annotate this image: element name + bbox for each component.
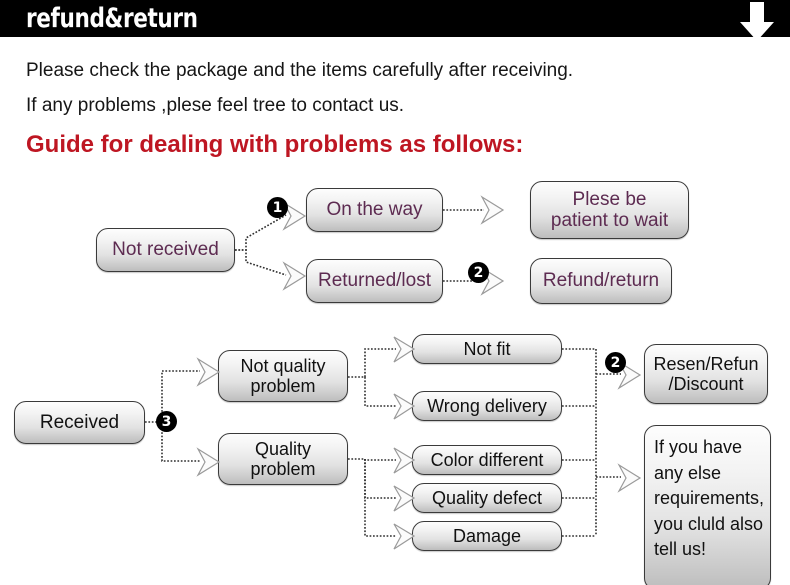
box-issue-color-different[interactable]: Color different — [412, 445, 562, 475]
intro-line-1: Please check the package and the items c… — [26, 60, 574, 81]
step-badge-3: 3 — [156, 411, 177, 432]
box-contact-note[interactable]: If you have any else requirements, you c… — [644, 425, 771, 585]
down-arrow-icon — [740, 2, 774, 41]
box-resend-refund-discount-line-1: Resen/Refun — [653, 353, 759, 374]
step-badge-1: 1 — [267, 197, 288, 218]
guide-heading: Guide for dealing with problems as follo… — [26, 131, 524, 158]
box-contact-note-line-1: If you have — [654, 437, 743, 457]
box-not-received[interactable]: Not received — [96, 228, 235, 272]
box-refund-return[interactable]: Refund/return — [530, 258, 672, 304]
box-quality-problem-line-2: problem — [250, 459, 316, 479]
box-issue-wrong-delivery[interactable]: Wrong delivery — [412, 391, 562, 421]
box-patient-wait-line-2: patient to wait — [550, 210, 669, 231]
box-issue-wrong-delivery-label: Wrong delivery — [427, 395, 547, 416]
step-badge-2-bottom: 2 — [605, 352, 626, 373]
step-badge-2-top: 2 — [468, 262, 489, 283]
box-contact-note-line-2: any else — [654, 462, 722, 483]
box-returned-lost-label: Returned/lost — [317, 270, 431, 292]
box-issue-damage[interactable]: Damage — [412, 521, 562, 551]
box-not-quality-problem-line-2: problem — [250, 376, 316, 396]
box-on-the-way[interactable]: On the way — [306, 188, 443, 232]
box-resend-refund-discount[interactable]: Resen/Refun /Discount — [644, 344, 768, 404]
intro-line-2: If any problems ,plese feel tree to cont… — [26, 95, 405, 116]
box-quality-problem[interactable]: Quality problem — [218, 433, 348, 485]
box-on-the-way-label: On the way — [326, 199, 423, 221]
box-received[interactable]: Received — [14, 401, 145, 444]
box-issue-not-fit[interactable]: Not fit — [412, 334, 562, 364]
box-issue-not-fit-label: Not fit — [463, 338, 511, 359]
box-not-quality-problem-line-1: Not quality — [240, 355, 326, 376]
box-not-quality-problem[interactable]: Not quality problem — [218, 350, 348, 402]
box-contact-note-line-4: you cluld also — [654, 513, 764, 534]
box-contact-note-line-3: requirements, — [654, 488, 765, 509]
box-patient-wait[interactable]: Plese be patient to wait — [530, 181, 689, 239]
box-quality-problem-line-1: Quality — [254, 438, 312, 459]
box-resend-refund-discount-line-2: /Discount — [668, 374, 744, 394]
box-not-received-label: Not received — [112, 239, 219, 261]
box-refund-return-label: Refund/return — [542, 270, 660, 292]
box-patient-wait-line-1: Plese be — [572, 188, 647, 210]
box-issue-quality-defect[interactable]: Quality defect — [412, 483, 562, 513]
header-bar: refund&return — [0, 0, 790, 41]
box-received-label: Received — [39, 411, 120, 433]
box-returned-lost[interactable]: Returned/lost — [306, 259, 443, 303]
page-title: refund&return — [26, 3, 198, 34]
box-issue-color-different-label: Color different — [430, 449, 544, 470]
box-issue-quality-defect-label: Quality defect — [431, 487, 543, 508]
box-issue-damage-label: Damage — [452, 525, 522, 546]
box-contact-note-line-5: tell us! — [654, 539, 707, 560]
